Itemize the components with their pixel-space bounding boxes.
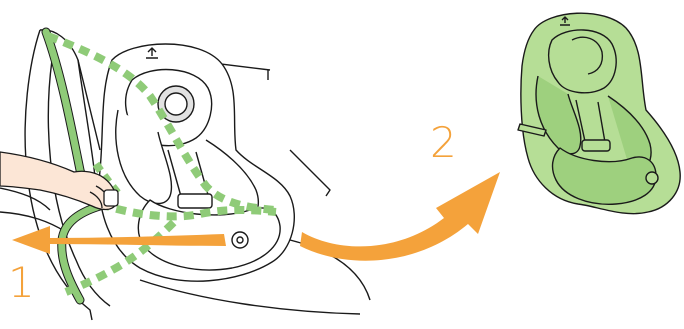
arrow-icon bbox=[300, 172, 500, 261]
step-number-1: 1 bbox=[8, 262, 35, 304]
step-number-2: 2 bbox=[430, 122, 457, 164]
car-seat-icon bbox=[518, 13, 680, 213]
